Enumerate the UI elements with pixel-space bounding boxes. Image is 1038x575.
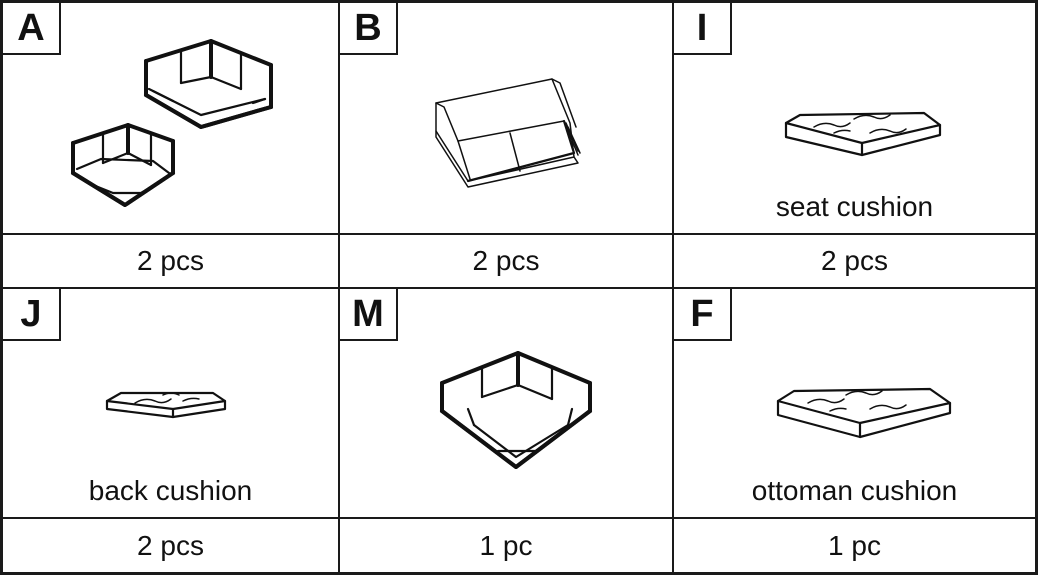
part-quantity-b: 2 pcs — [340, 235, 674, 289]
ottoman-cushion-illustration — [776, 387, 952, 439]
part-name: back cushion — [88, 475, 253, 506]
part-letter-badge: M — [340, 289, 398, 341]
part-quantity-j: 2 pcs — [3, 519, 340, 572]
part-quantity-m: 1 pc — [340, 519, 674, 572]
back-cushion-illustration — [105, 391, 227, 419]
parts-grid: A B — [3, 3, 1035, 572]
part-letter-badge: I — [674, 3, 732, 55]
part-letter-badge: J — [3, 289, 61, 341]
part-cell-i: I seat cushion — [674, 3, 1035, 235]
corner-frame-illustration — [440, 351, 592, 469]
part-cell-m: M — [340, 289, 674, 519]
part-quantity-f: 1 pc — [828, 529, 881, 561]
part-quantity-a: 2 pcs — [3, 235, 340, 289]
part-cell-b: B — [340, 3, 674, 235]
part-letter-badge: A — [3, 3, 61, 55]
seat-cushion-illustration — [784, 111, 942, 157]
part-name: ottoman cushion — [751, 475, 958, 506]
part-cell-j: J back cushion — [3, 289, 340, 519]
part-name: seat cushion — [775, 191, 934, 222]
corner-frame-pair-illustration — [71, 39, 273, 207]
part-quantity-i: 2 pcs — [674, 235, 1035, 289]
part-cell-f: F ottoman cushion — [674, 289, 1035, 519]
seat-panel-illustration — [435, 78, 581, 188]
part-letter-badge: B — [340, 3, 398, 55]
part-cell-a: A — [3, 3, 340, 235]
part-letter-badge: F — [674, 289, 732, 341]
